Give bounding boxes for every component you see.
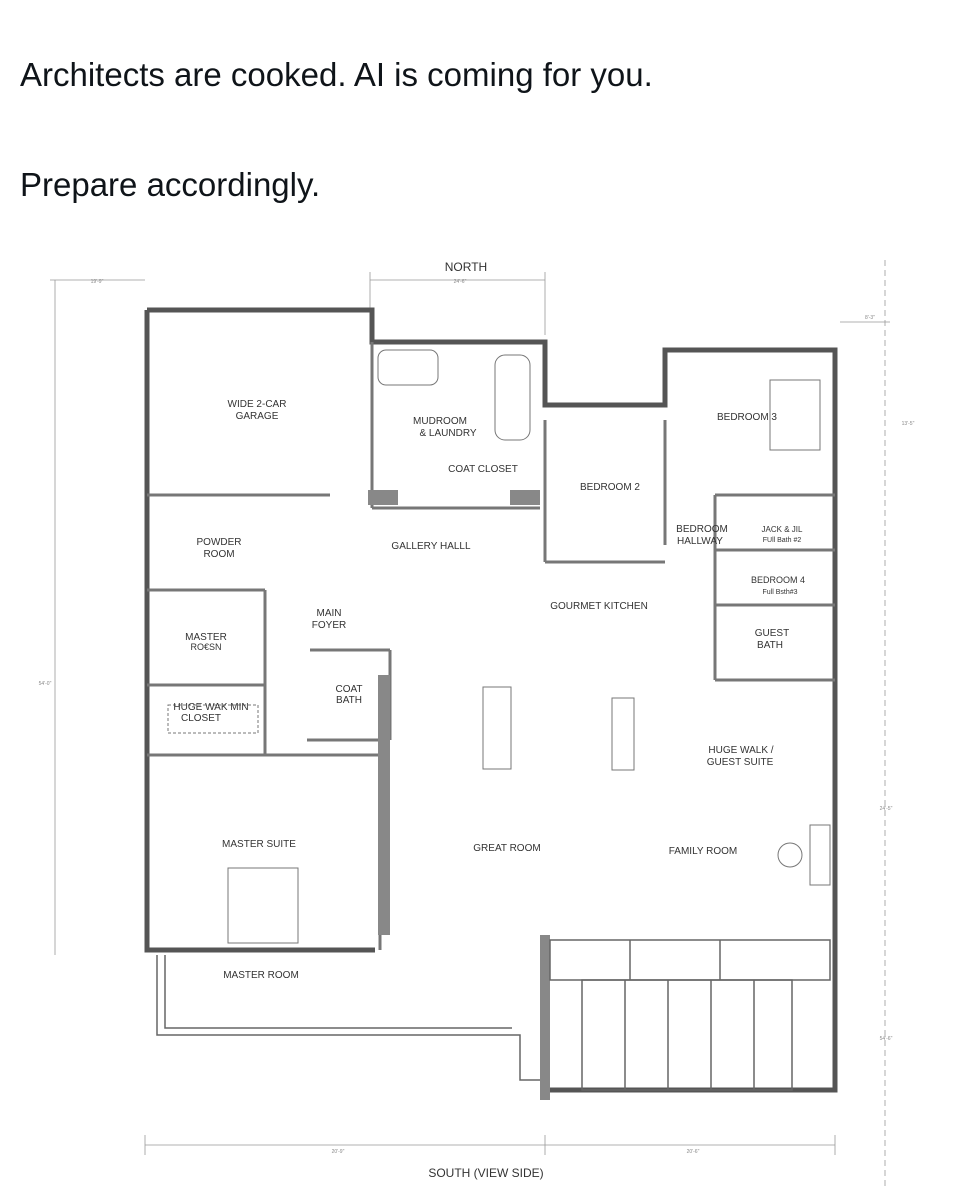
wall-fills	[368, 490, 550, 1100]
dimension-lines	[50, 260, 890, 1190]
room-label-coat-bath-1: COAT	[335, 684, 362, 695]
room-label-gallery: GALLERY HALLL	[391, 541, 471, 552]
room-label-mudroom-2: & LAUNDRY	[419, 428, 476, 439]
dim-top-mid: 24'-6"	[454, 279, 467, 285]
interior-walls	[147, 342, 835, 950]
dim-left-mid: 54'-0"	[39, 681, 52, 687]
room-label-jack-jill-2: FUll Bath #2	[763, 537, 802, 544]
room-label-powder-2: ROOM	[203, 549, 234, 560]
dim-right-mid: 24'-5"	[880, 806, 893, 812]
room-label-garage-1: WIDE 2-CAR	[228, 399, 287, 410]
room-label-huge-walk-1: HUGE WALK /	[708, 745, 773, 756]
room-label-gourmet-kitchen: GOURMET KITCHEN	[550, 601, 648, 612]
dim-bottom-left: 20'-9"	[332, 1149, 345, 1155]
post-text-line-2: Prepare accordingly.	[20, 166, 321, 203]
room-label-family-room: FAMILY ROOM	[669, 846, 738, 857]
dim-right-lower: 54'-6"	[880, 1036, 893, 1042]
room-label-great-room: GREAT ROOM	[473, 843, 540, 854]
room-label-walk-in-1: HUGE WAK MIN	[173, 702, 248, 713]
north-label: NORTH	[445, 260, 487, 274]
room-label-master-room: MASTER ROOM	[223, 970, 299, 981]
room-label-mudroom-1: MUDROOM	[413, 416, 467, 427]
patio	[156, 939, 831, 1091]
room-label-bedroom-2: BEDROOM 2	[580, 482, 640, 493]
dim-top-left: 19'-9"	[91, 279, 104, 285]
room-label-bedroom-hallway-1: BEDROOM	[676, 524, 728, 535]
dim-bottom-right: 20'-6"	[687, 1149, 700, 1155]
room-label-master-roksn-2: RO€SN	[190, 642, 221, 652]
room-label-main-foyer-1: MAIN	[317, 608, 342, 619]
room-label-guest-bath-1: GUEST	[755, 628, 789, 639]
room-label-bedroom-4-2: Full Bsth#3	[762, 589, 797, 596]
room-label-jack-jill-1: JACK & JIL	[762, 525, 803, 534]
furniture	[167, 349, 831, 944]
room-label-coat-closet: COAT CLOSET	[448, 464, 518, 475]
post-text-line-1: Architects are cooked. AI is coming for …	[20, 56, 653, 93]
room-label-master-suite: MASTER SUITE	[222, 839, 296, 850]
room-label-huge-walk-2: GUEST SUITE	[707, 757, 774, 768]
room-label-bedroom-4-1: BEDROOM 4	[751, 575, 805, 585]
room-label-bedroom-3: BEDROOM 3	[717, 412, 777, 423]
dim-right-top: 8'-3"	[865, 315, 875, 321]
south-label: SOUTH (VIEW SIDE)	[428, 1166, 543, 1180]
room-label-master-roksn-1: MASTER	[185, 632, 227, 643]
room-label-powder-1: POWDER	[197, 537, 242, 548]
room-label-coat-bath-2: BATH	[336, 695, 362, 706]
room-label-bedroom-hallway-2: HALLWAY	[677, 536, 723, 547]
floor-plan-image: WIDE 2-CAR GARAGE MUDROOM & LAUNDRY COAT…	[39, 260, 915, 1190]
room-label-guest-bath-2: BATH	[757, 640, 783, 651]
dim-right-upper: 13'-5"	[902, 421, 915, 427]
room-label-main-foyer-2: FOYER	[312, 620, 346, 631]
room-label-garage-2: GARAGE	[236, 411, 279, 422]
room-label-walk-in-2: CLOSET	[181, 713, 221, 724]
